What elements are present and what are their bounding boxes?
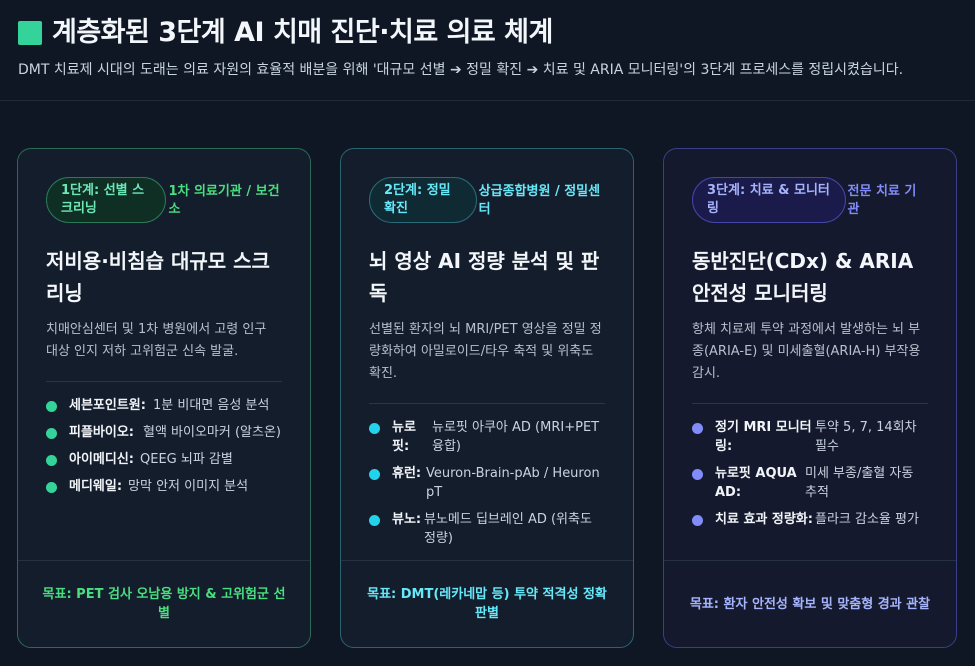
- divider: [369, 403, 605, 404]
- stage-badge: 3단계: 치료 & 모니터링: [692, 177, 846, 223]
- feature-name: 치료 효과 정량화:: [715, 512, 813, 527]
- feature-name: 정기 MRI 모니터링:: [715, 420, 812, 454]
- stage-badge: 1단계: 선별 스크리닝: [46, 177, 167, 223]
- page-subtitle: DMT 치료제 시대의 도래는 의료 자원의 효율적 배분을 위해 '대규모 선…: [18, 62, 904, 78]
- stage-cards: 1단계: 선별 스크리닝 1차 의료기관 / 보건소 저비용·비침습 대규모 스…: [17, 148, 957, 648]
- title-row: 계층화된 3단계 AI 치매 진단·치료 의료 체계: [18, 16, 957, 50]
- badge-row: 3단계: 치료 & 모니터링 전문 치료 기관: [692, 177, 928, 225]
- feature-item: 세븐포인트원: 1분 비대면 음성 분석: [46, 396, 282, 415]
- stage-card-1: 1단계: 선별 스크리닝 1차 의료기관 / 보건소 저비용·비침습 대규모 스…: [17, 148, 311, 648]
- card-description: 치매안심센터 및 1차 병원에서 고령 인구 대상 인지 저하 고위험군 신속 …: [46, 322, 267, 359]
- card-description: 항체 치료제 투약 과정에서 발생하는 뇌 부종(ARIA-E) 및 미세출혈(…: [692, 322, 921, 381]
- feature-value: 망막 안저 이미지 분석: [128, 479, 249, 494]
- title-square-icon: [18, 21, 42, 45]
- card-goal: 목표: PET 검사 오남용 방지 & 고위험군 선별: [18, 560, 310, 647]
- feature-item: 뉴로핏: 뉴로핏 아쿠아 AD (MRI+PET 융합): [369, 418, 605, 456]
- feature-name: 뉴로핏:: [392, 420, 416, 454]
- feature-item: 피플바이오: 혈액 바이오마커 (알츠온): [46, 423, 282, 442]
- bullet-dot-icon: [692, 515, 703, 526]
- bullet-dot-icon: [46, 428, 57, 439]
- feature-item: 치료 효과 정량화: 플라크 감소율 평가: [692, 510, 928, 529]
- bullet-dot-icon: [692, 423, 703, 434]
- card-title: 저비용·비침습 대규모 스크리닝: [46, 249, 270, 305]
- stage-institution: 1차 의료기관 / 보건소: [168, 184, 280, 217]
- card-description: 선별된 환자의 뇌 MRI/PET 영상을 정밀 정량화하여 아밀로이드/타우 …: [369, 322, 602, 381]
- feature-value: 투약 5, 7, 14회차 필수: [815, 420, 917, 454]
- feature-item: 정기 MRI 모니터링: 투약 5, 7, 14회차 필수: [692, 418, 928, 456]
- stage-card-3: 3단계: 치료 & 모니터링 전문 치료 기관 동반진단(CDx) & ARIA…: [663, 148, 957, 648]
- bullet-dot-icon: [46, 455, 57, 466]
- bullet-dot-icon: [369, 423, 380, 434]
- feature-value: 플라크 감소율 평가: [815, 512, 919, 527]
- feature-name: 아이메디신:: [69, 452, 134, 467]
- badge-row: 1단계: 선별 스크리닝 1차 의료기관 / 보건소: [46, 177, 282, 225]
- bullet-dot-icon: [369, 515, 380, 526]
- stage-institution: 상급종합병원 / 정밀센터: [478, 184, 601, 217]
- feature-value: 혈액 바이오마커 (알츠온): [143, 425, 282, 440]
- feature-value: 1분 비대면 음성 분석: [153, 398, 270, 413]
- feature-name: 휴런:: [392, 466, 422, 481]
- stage-card-2: 2단계: 정밀 확진 상급종합병원 / 정밀센터 뇌 영상 AI 정량 분석 및…: [340, 148, 634, 648]
- bullet-dot-icon: [692, 469, 703, 480]
- feature-item: 휴런: Veuron-Brain-pAb / Heuron pT: [369, 464, 605, 502]
- feature-item: 뷰노: 뷰노메드 딥브레인 AD (위축도 정량): [369, 510, 605, 548]
- feature-item: 아이메디신: QEEG 뇌파 감별: [46, 450, 282, 469]
- feature-value: 뷰노메드 딥브레인 AD (위축도 정량): [424, 512, 592, 546]
- card-title: 동반진단(CDx) & ARIA 안전성 모니터링: [692, 249, 914, 305]
- feature-item: 뉴로핏 AQUA AD: 미세 부종/출혈 자동 추적: [692, 464, 928, 502]
- feature-name: 메디웨일:: [69, 479, 123, 494]
- feature-name: 피플바이오:: [69, 425, 134, 440]
- page-header: 계층화된 3단계 AI 치매 진단·치료 의료 체계 DMT 치료제 시대의 도…: [0, 0, 975, 101]
- badge-row: 2단계: 정밀 확진 상급종합병원 / 정밀센터: [369, 177, 605, 225]
- stage-badge: 2단계: 정밀 확진: [369, 177, 477, 223]
- feature-value: QEEG 뇌파 감별: [140, 452, 233, 467]
- card-goal: 목표: 환자 안전성 확보 및 맞춤형 경과 관찰: [664, 560, 956, 647]
- page-title: 계층화된 3단계 AI 치매 진단·치료 의료 체계: [52, 17, 553, 48]
- feature-item: 메디웨일: 망막 안저 이미지 분석: [46, 477, 282, 496]
- feature-name: 뉴로핏 AQUA AD:: [715, 466, 797, 500]
- divider: [692, 403, 928, 404]
- divider: [46, 381, 282, 382]
- bullet-dot-icon: [46, 482, 57, 493]
- feature-value: 미세 부종/출혈 자동 추적: [805, 466, 914, 500]
- card-goal: 목표: DMT(레카네맙 등) 투약 적격성 정확 판별: [341, 560, 633, 647]
- card-title: 뇌 영상 AI 정량 분석 및 판독: [369, 249, 600, 305]
- bullet-dot-icon: [46, 401, 57, 412]
- bullet-dot-icon: [369, 469, 380, 480]
- feature-name: 뷰노:: [392, 512, 422, 527]
- stage-institution: 전문 치료 기관: [847, 184, 917, 217]
- feature-value: Veuron-Brain-pAb / Heuron pT: [426, 466, 600, 500]
- feature-value: 뉴로핏 아쿠아 AD (MRI+PET 융합): [432, 420, 600, 454]
- feature-name: 세븐포인트원:: [69, 398, 146, 413]
